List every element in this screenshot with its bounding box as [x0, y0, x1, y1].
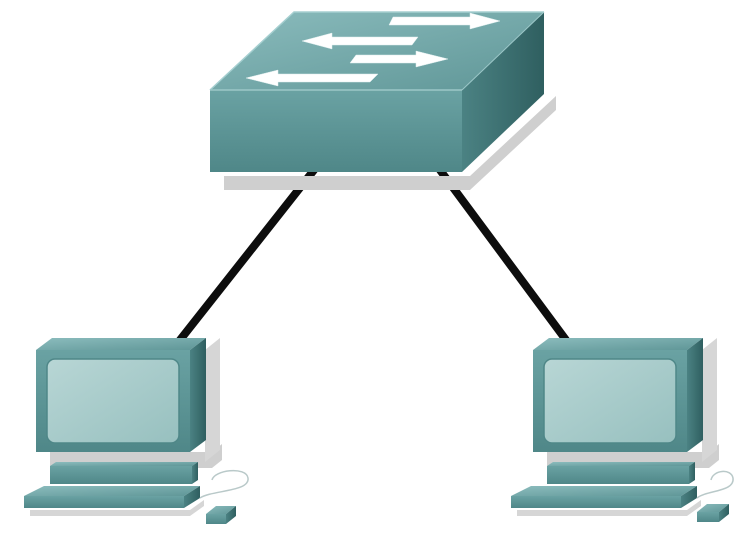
cable-switch-to-right-pc	[436, 166, 570, 344]
mouse-icon	[697, 504, 729, 512]
switch-front-face	[210, 90, 462, 172]
network-switch-icon	[209, 11, 556, 190]
system-unit	[547, 466, 689, 484]
system-unit	[50, 466, 192, 484]
arrow-right-icon	[349, 50, 449, 68]
switch-top-face	[210, 12, 544, 90]
monitor-top-face	[533, 338, 703, 350]
keyboard-front	[24, 496, 184, 508]
arrow-right-icon	[388, 12, 501, 30]
monitor-screen	[46, 358, 180, 444]
desktop-computer-icon	[24, 338, 249, 524]
monitor-screen	[543, 358, 677, 444]
mouse-cord	[696, 470, 734, 499]
switch-shadow	[224, 96, 556, 190]
desktop-computer-icon	[511, 338, 734, 522]
monitor-side-face	[687, 338, 703, 452]
monitor-top-face	[36, 338, 206, 350]
arrow-left-icon	[245, 69, 379, 87]
switch-arrows	[245, 12, 501, 87]
keyboard-top	[24, 486, 200, 496]
mouse-cord	[199, 469, 249, 499]
monitor-side-face	[190, 338, 206, 452]
switch-side-face	[462, 12, 544, 172]
network-links	[176, 166, 570, 344]
arrow-left-icon	[301, 32, 419, 50]
keyboard-top	[511, 486, 697, 496]
cable-switch-to-left-pc	[176, 166, 318, 344]
keyboard-front	[511, 496, 681, 508]
